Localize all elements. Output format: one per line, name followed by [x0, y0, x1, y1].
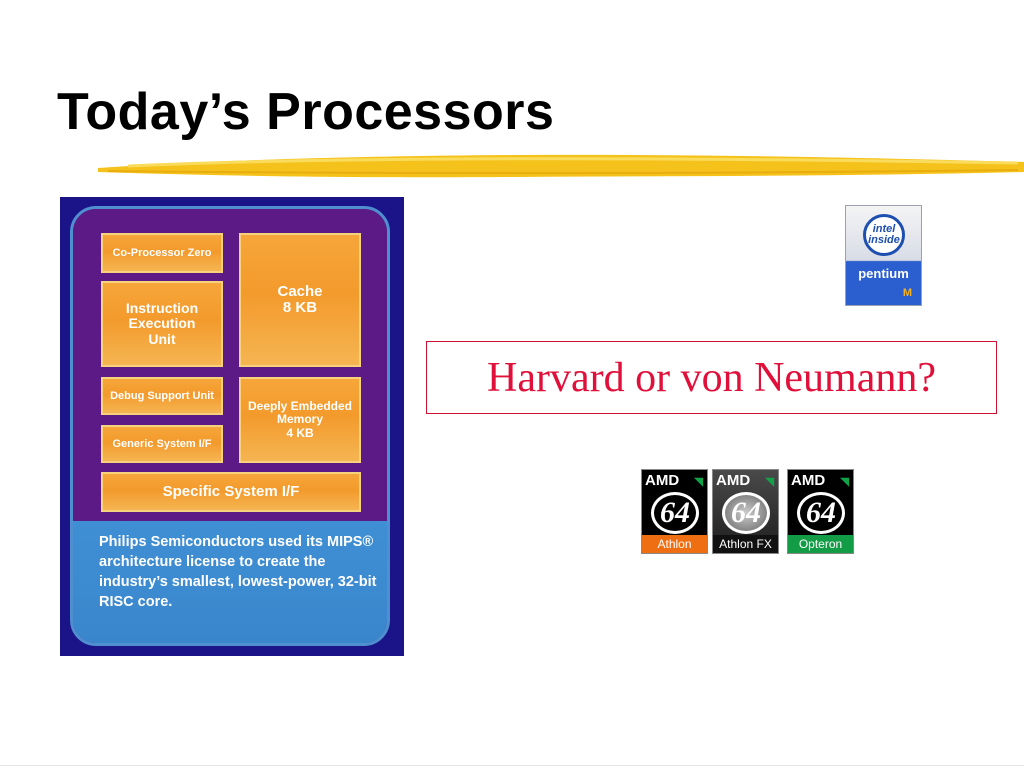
slide-title: Today’s Processors: [57, 83, 555, 141]
question-box: Harvard or von Neumann?: [426, 341, 997, 414]
amd-product-label: Opteron: [788, 535, 853, 553]
amd-arrow-icon: ◥: [694, 476, 703, 488]
amd-64-badge: 64: [722, 492, 770, 534]
block-generic-system-if: Generic System I/F: [101, 425, 223, 463]
amd-wordmark: AMD ◥: [713, 472, 778, 489]
diagram-caption: Philips Semiconductors used its MIPS® ar…: [73, 521, 387, 643]
processor-block-diagram: Co-Processor Zero Instruction Execution …: [60, 197, 404, 656]
block-debug-support-unit: Debug Support Unit: [101, 377, 223, 415]
intel-badge-bottom: inside: [868, 234, 900, 246]
amd-athlon64-logo: AMD ◥ 64 Athlon: [641, 469, 708, 554]
intel-model-text: M: [902, 287, 912, 299]
bottom-divider: [0, 765, 1024, 766]
amd-64-badge: 64: [651, 492, 699, 534]
amd-brand-text: AMD: [791, 472, 826, 489]
amd-brand-text: AMD: [716, 472, 751, 489]
amd-product-label: Athlon FX: [713, 535, 778, 553]
block-cache: Cache 8 KB: [239, 233, 361, 367]
diagram-frame: Co-Processor Zero Instruction Execution …: [70, 206, 390, 646]
block-specific-system-if: Specific System I/F: [101, 472, 361, 512]
diagram-core-area: Co-Processor Zero Instruction Execution …: [73, 209, 387, 529]
amd-athlon64fx-logo: AMD ◥ 64 Athlon FX: [712, 469, 779, 554]
amd-product-label: Athlon: [642, 535, 707, 553]
block-deeply-embedded-memory: Deeply Embedded Memory 4 KB: [239, 377, 361, 463]
intel-pentium-m-logo: intel inside pentium M: [845, 205, 922, 306]
amd-64-badge: 64: [797, 492, 845, 534]
intel-brand-text: pentium: [858, 266, 909, 281]
intel-badge-top: intel: [872, 223, 896, 235]
block-instruction-execution-unit: Instruction Execution Unit: [101, 281, 223, 367]
amd-wordmark: AMD ◥: [788, 472, 853, 489]
title-highlight-stroke: [98, 154, 1024, 178]
block-coprocessor-zero: Co-Processor Zero: [101, 233, 223, 273]
amd-arrow-icon: ◥: [765, 476, 774, 488]
amd-arrow-icon: ◥: [840, 476, 849, 488]
intel-inside-badge: intel inside: [863, 214, 905, 256]
amd-wordmark: AMD ◥: [642, 472, 707, 489]
amd-opteron-logo: AMD ◥ 64 Opteron: [787, 469, 854, 554]
amd-brand-text: AMD: [645, 472, 680, 489]
